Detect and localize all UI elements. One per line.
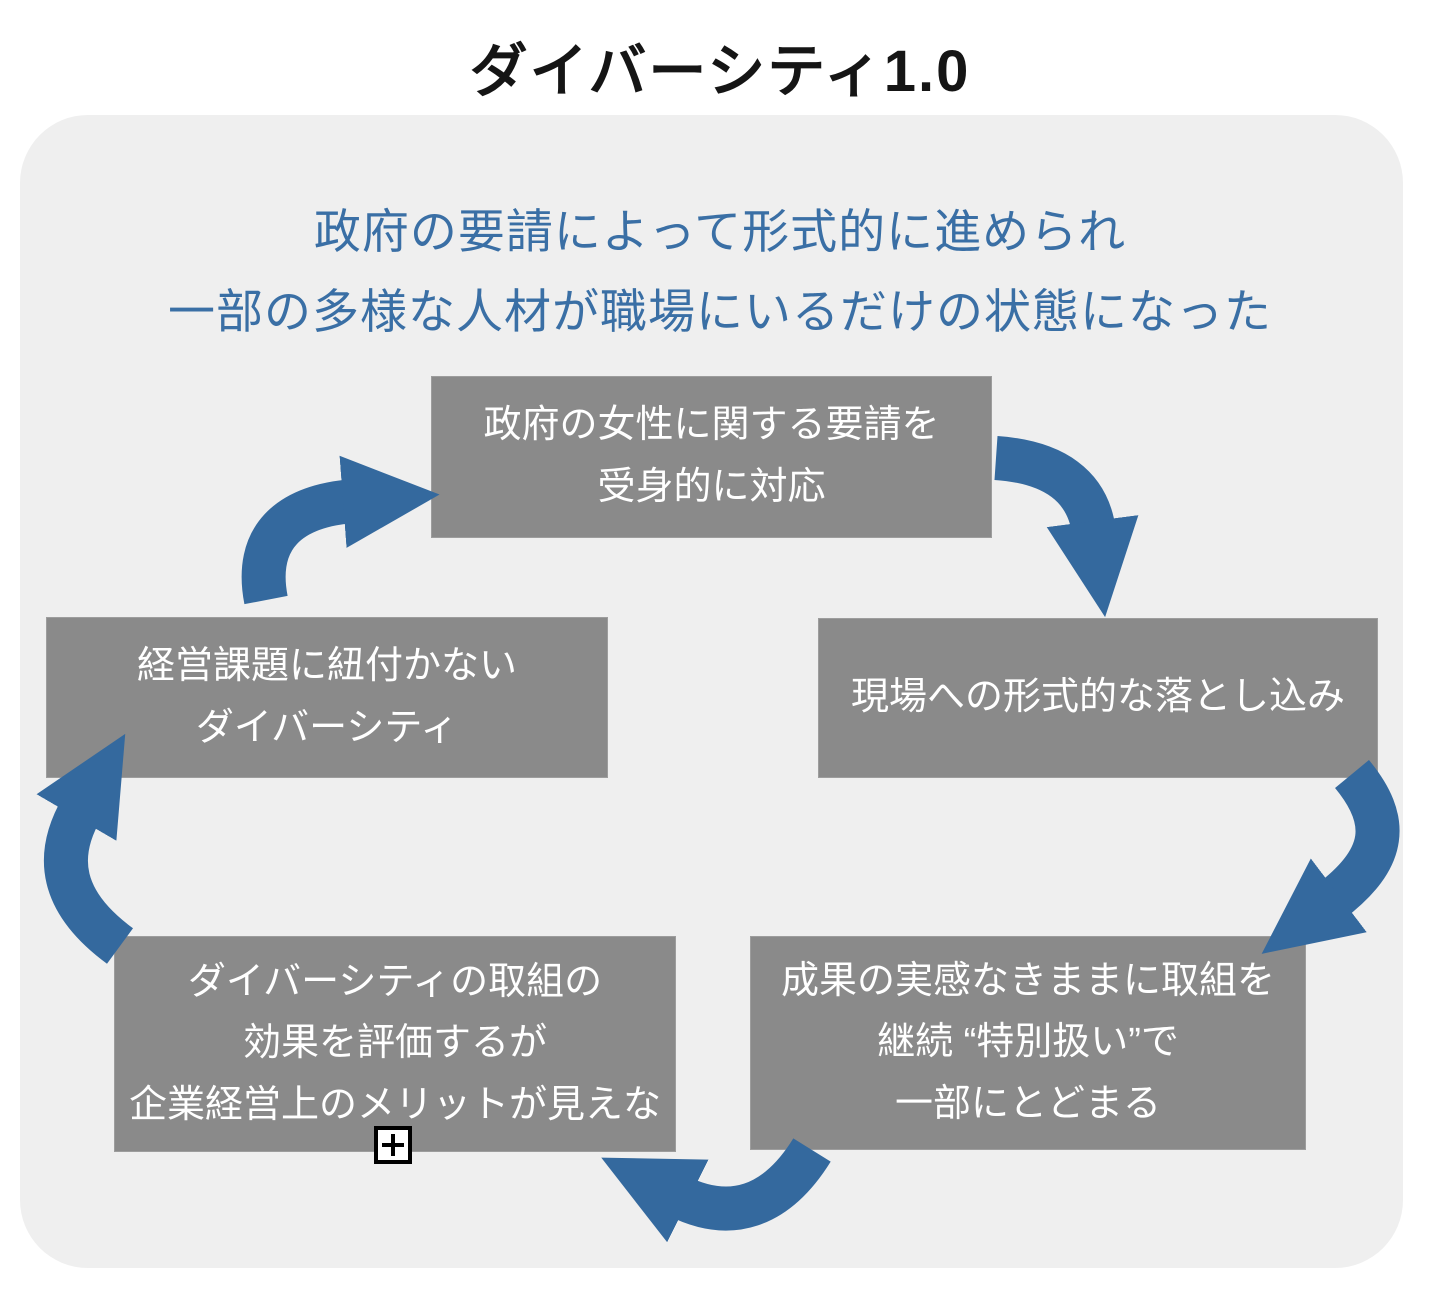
box-line: 効果を評価するが xyxy=(242,1022,547,1065)
subtitle-line-2: 一部の多様な人材が職場にいるだけの状態になった xyxy=(168,284,1272,338)
zoom-in-cursor-icon xyxy=(374,1126,412,1164)
box-line: ダイバーシティの取組の xyxy=(187,960,603,1003)
cycle-box-no-results: 成果の実感なきままに取組を 継続 “特別扱い”で 一部にとどまる xyxy=(750,936,1306,1150)
box-line: 経営課題に紐付かない xyxy=(136,644,517,687)
box-line: ダイバーシティ xyxy=(195,706,459,749)
cycle-box-formal-rollout: 現場への形式的な落とし込み xyxy=(818,618,1378,778)
box-line: 成果の実感なきままに取組を xyxy=(780,959,1275,1002)
cycle-box-no-merit: ダイバーシティの取組の 効果を評価するが 企業経営上のメリットが見えな xyxy=(114,936,676,1152)
diagram-subtitle: 政府の要請によって形式的に進められ 一部の多様な人材が職場にいるだけの状態になっ… xyxy=(0,192,1440,352)
subtitle-line-1: 政府の要請によって形式的に進められ xyxy=(313,205,1127,258)
cycle-box-not-tied-to-management: 経営課題に紐付かない ダイバーシティ xyxy=(46,617,608,778)
page-title: ダイバーシティ1.0 xyxy=(469,39,971,104)
box-line: 政府の女性に関する要請を xyxy=(483,404,940,447)
box-line: 受身的に対応 xyxy=(597,466,826,508)
box-line: 企業経営上のメリットが見えな xyxy=(128,1083,661,1126)
box-line: 継続 “特別扱い”で xyxy=(877,1021,1179,1064)
cycle-box-government-request: 政府の女性に関する要請を 受身的に対応 xyxy=(431,376,992,538)
box-line: 現場への形式的な落とし込み xyxy=(850,676,1345,719)
box-line: 一部にとどまる xyxy=(894,1082,1161,1125)
